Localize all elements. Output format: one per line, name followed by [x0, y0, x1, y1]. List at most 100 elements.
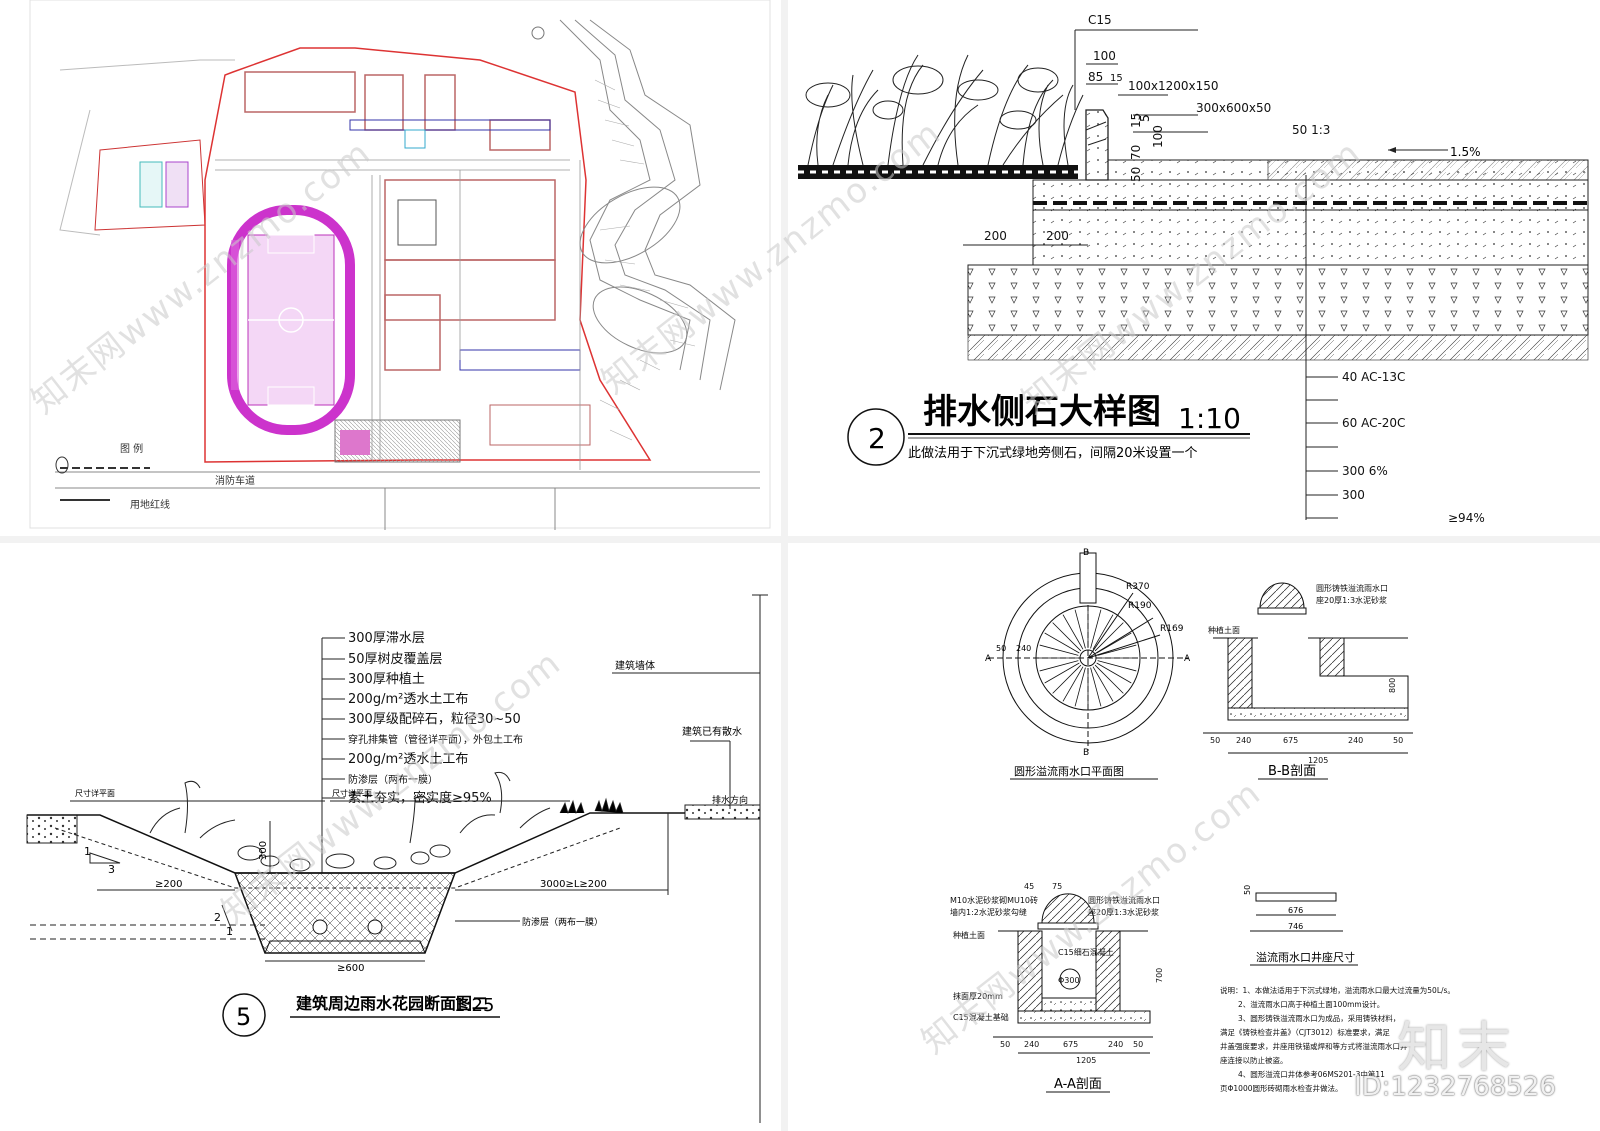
curb-title: 排水侧石大样图 — [923, 392, 1161, 432]
slope-2: 2 — [214, 911, 221, 924]
note-4: 满足《铸铁检查井盖》（CJT3012）标准要求，满足 — [1220, 1027, 1390, 1037]
bb-d2: 240 — [1236, 736, 1251, 745]
dim-100: 100 — [1093, 49, 1116, 63]
r169-label: R169 — [1160, 624, 1184, 634]
fire-road-label: 消防车道 — [215, 474, 255, 487]
rg-layer-2: 50厚树皮覆盖层 — [348, 652, 443, 667]
aa-plaster-label: 墙内1:2水泥砂浆勾缝 — [950, 907, 1027, 917]
rg-title: 建筑周边雨水花园断面图二 — [296, 994, 488, 1013]
curb-size-label: 100x1200x150 — [1128, 79, 1219, 93]
grate-spoke — [1094, 664, 1124, 694]
aa-pipe-label: Φ300 — [1058, 976, 1080, 985]
legend-title: 图 例 — [120, 442, 143, 455]
bb-mortar-label: 座20厚1:3水泥砂浆 — [1316, 595, 1387, 605]
dim-300: 300 — [258, 841, 269, 860]
rain-garden-panel: 300厚滞水层 50厚树皮覆盖层 300厚种植土 200g/m²透水土工布 30… — [0, 543, 781, 1131]
h70: 70 — [1129, 145, 1143, 160]
w200b: 200 — [1046, 229, 1069, 243]
downpipe-label: 建筑已有散水 — [682, 725, 742, 738]
bb-title: B-B剖面 — [1268, 764, 1316, 779]
bb-d1: 50 — [1210, 736, 1220, 745]
h15: 15 — [1129, 113, 1143, 128]
site-plan-panel: 图 例 消防车道 用地红线 — [0, 0, 781, 536]
boundary-label: 用地红线 — [130, 498, 170, 511]
plan-a-left: A — [985, 654, 992, 664]
grate-spoke — [1052, 664, 1082, 694]
note-5: 井盖强度要求，井座用铁锚或焊和等方式将溢流雨水口井 — [1220, 1041, 1408, 1051]
grate-spoke — [1074, 667, 1086, 707]
detail-number: 2 — [868, 422, 886, 455]
grate-spoke — [1097, 660, 1137, 672]
bb-total: 1205 — [1308, 756, 1328, 765]
grate-spoke — [1062, 614, 1084, 650]
grate-spoke — [1092, 666, 1114, 702]
layer-5: 300 6% — [1342, 464, 1388, 478]
seat-w2: 746 — [1288, 922, 1303, 931]
grate-spoke — [1044, 632, 1080, 654]
curb-note: 此做法用于下沉式绿地旁侧石，间隔20米设置一个 — [908, 445, 1198, 461]
grate-spoke — [1062, 666, 1084, 702]
curb-scale: 1:10 — [1178, 402, 1241, 435]
note-2: 2、溢流雨水口高于种植土面100mm设计。 — [1238, 999, 1384, 1009]
dim-left: ≥200 — [155, 879, 182, 890]
bb-d5: 50 — [1393, 736, 1403, 745]
building-wall-label: 建筑墙体 — [615, 659, 655, 672]
brand-logo: 知末 — [1397, 1016, 1517, 1079]
impermeable-label: 防渗层（两布一膜） — [522, 916, 603, 928]
image-id: ID:1232768526 — [1354, 1072, 1556, 1102]
overflow-drain-drawing: B B A A R370 R190 R169 240 50 圆形溢流雨水口平面图… — [950, 548, 1455, 1093]
h50: 50 — [1129, 167, 1143, 182]
aa-cast-label: 圆形铸铁溢流雨水口 — [1088, 895, 1160, 905]
slope-1b: 1 — [226, 925, 233, 938]
bb-d4: 240 — [1348, 736, 1363, 745]
size-ref-left: 尺寸详平面 — [75, 788, 115, 798]
layer-6: 300 — [1342, 488, 1365, 502]
grate-spoke — [1039, 660, 1079, 672]
grate-spoke — [1039, 644, 1079, 656]
r370-label: R370 — [1126, 582, 1150, 592]
site-plan-drawing: 图 例 消防车道 用地红线 — [29, 0, 771, 530]
aa-c15b-label: C15混凝土基础 — [953, 1012, 1009, 1022]
w200a: 200 — [984, 229, 1007, 243]
grate-spoke — [1074, 609, 1086, 649]
slope-label: 1.5% — [1450, 145, 1481, 159]
size-ref-mid: 尺寸详平面 — [332, 788, 372, 798]
curb-detail-drawing: 1.5% C15 100 85 15 100x1200x150 300x600x… — [798, 13, 1589, 525]
aa-title: A-A剖面 — [1054, 1077, 1102, 1092]
rg-layer-5: 300厚级配碎石，粒径30~50 — [348, 712, 521, 727]
plan-title: 圆形溢流雨水口平面图 — [1014, 764, 1124, 778]
r190-label: R190 — [1128, 601, 1152, 611]
dim-15: 15 — [1110, 73, 1123, 84]
note-6: 座连接以防止被盗。 — [1220, 1055, 1288, 1065]
mortar-label: 50 1:3 — [1292, 123, 1330, 137]
rg-scale: 1:25 — [454, 995, 494, 1016]
rg-layer-8: 防渗层（两布一膜） — [348, 773, 438, 786]
grate-spoke — [1096, 662, 1132, 684]
dim-85: 85 — [1088, 70, 1103, 84]
rg-layer-7: 200g/m²透水土工布 — [348, 752, 468, 767]
note-1: 说明：1、本做法适用于下沉式绿地，溢流雨水口最大过流量为50L/s。 — [1220, 985, 1455, 995]
rg-number: 5 — [236, 1003, 251, 1031]
bb-height: 800 — [1388, 678, 1397, 693]
bb-cast-label: 圆形铸铁溢流雨水口 — [1316, 583, 1388, 593]
note-3: 3、圆形铸铁溢流雨水口为成品，采用铸铁材料， — [1238, 1013, 1400, 1023]
layer-3: 60 AC-20C — [1342, 416, 1405, 430]
aa-d2: 240 — [1024, 1040, 1039, 1049]
seat-h: 50 — [1243, 885, 1252, 895]
aa-mortar-label: 座20厚1:3水泥砂浆 — [1088, 907, 1159, 917]
aa-d4: 240 — [1108, 1040, 1123, 1049]
overflow-drain-panel: B B A A R370 R190 R169 240 50 圆形溢流雨水口平面图… — [788, 543, 1600, 1131]
grate-spoke — [1044, 662, 1080, 684]
aa-top2: 75 — [1052, 882, 1062, 891]
h100: 100 — [1151, 125, 1165, 148]
plan-d240: 240 — [1016, 644, 1031, 653]
grate-spoke — [1094, 622, 1124, 652]
aa-total: 1205 — [1076, 1056, 1096, 1065]
grate-spoke — [1092, 614, 1114, 650]
layer-7: ≥94% — [1448, 511, 1485, 525]
note-7: 4、圆形溢流口井体参考06MS201-3中第11 — [1238, 1069, 1385, 1079]
seat-w1: 676 — [1288, 906, 1303, 915]
bb-d3: 675 — [1283, 736, 1298, 745]
h5: 5 — [1138, 114, 1152, 122]
plan-b-top: B — [1083, 548, 1089, 558]
